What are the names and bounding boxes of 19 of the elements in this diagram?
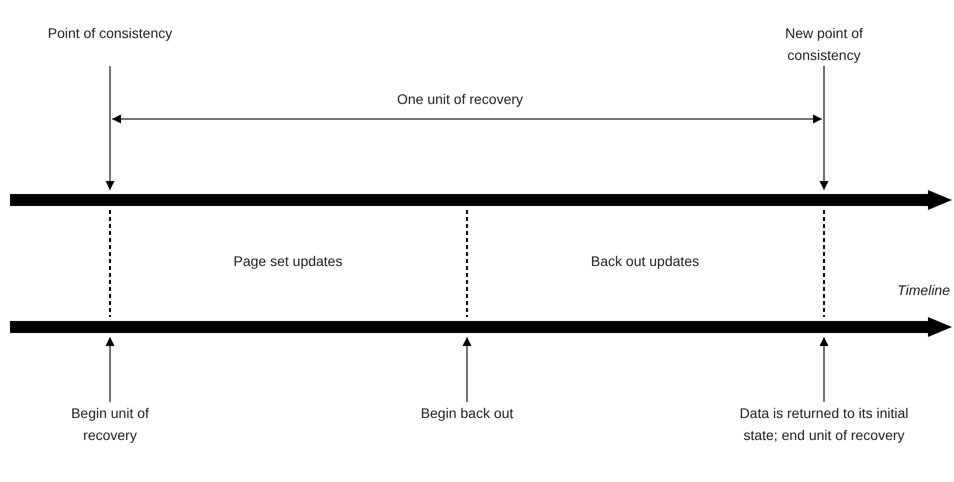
dashed-divider [823, 210, 825, 317]
arrow [820, 336, 828, 402]
phase-label: Back out updates [590, 252, 700, 270]
axis-label: Timeline [897, 281, 950, 299]
span-label: One unit of recovery [396, 90, 524, 108]
event-label: Point of consistency [46, 24, 174, 43]
dashed-divider [466, 210, 468, 317]
arrow [820, 66, 828, 190]
arrow [462, 336, 472, 402]
event-label: Begin unit of recovery [70, 404, 150, 445]
timeline-arrow [10, 190, 952, 210]
phase-label: Page set updates [234, 252, 342, 270]
timeline-arrow [10, 317, 952, 337]
arrow [106, 66, 114, 190]
event-label: New point of consistency [784, 24, 864, 65]
event-label: Data is returned to its initial state; end unit of recovery [738, 404, 910, 445]
event-label: Begin back out [420, 404, 514, 423]
arrow [106, 336, 114, 402]
dashed-divider [109, 210, 111, 317]
